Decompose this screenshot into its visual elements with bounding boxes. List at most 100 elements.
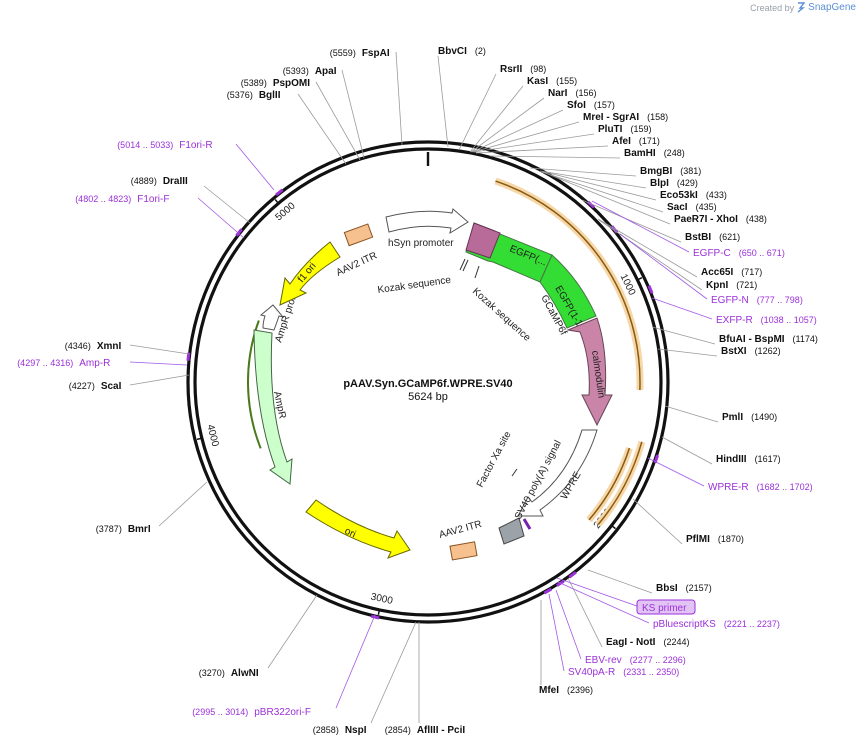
site-label-23[interactable]: EagI - NotI(2244) — [606, 637, 689, 648]
site-label-34[interactable]: (5393)ApaI — [283, 66, 337, 77]
site-label-2[interactable]: KasI(155) — [527, 76, 577, 87]
site-name-33: PspOMI — [273, 78, 310, 89]
feature-label-aav2-itr-a: AAV2 ITR — [335, 250, 379, 278]
site-label-0[interactable]: BbvCI(2) — [438, 46, 486, 57]
primer-leader-11 — [235, 143, 275, 191]
site-leader-26 — [370, 621, 417, 724]
site-label-28[interactable]: (3787)BmrI — [96, 524, 151, 535]
feature-ampr[interactable] — [253, 329, 293, 485]
site-label-9[interactable]: BmgBI(381) — [640, 166, 701, 177]
site-label-8[interactable]: BamHI(248) — [624, 148, 685, 159]
site-leader-16 — [598, 219, 703, 291]
site-label-18[interactable]: BstXI(1262) — [721, 346, 781, 357]
site-text-18: BstXI(1262) — [721, 346, 781, 357]
primer-label-5[interactable]: pBluescriptKS(2221 .. 2237) — [653, 619, 780, 630]
site-label-12[interactable]: SacI(435) — [667, 202, 717, 213]
site-label-17[interactable]: BfuAI - BspMI(1174) — [719, 334, 818, 345]
site-label-29[interactable]: (4227)ScaI — [69, 381, 122, 392]
primer-name-11: F1ori-R — [179, 140, 212, 151]
site-text-6: PluTI(159) — [598, 124, 651, 135]
site-text-3: NarI(156) — [548, 88, 596, 99]
feature-calmodulin[interactable] — [566, 317, 613, 427]
primer-pos-9: (4297 .. 4316) — [17, 358, 73, 368]
snapgene-credit: Created by SnapGene — [750, 2, 856, 13]
site-label-21[interactable]: PflMI(1870) — [686, 534, 744, 545]
feature-factor-xa — [511, 468, 518, 477]
site-label-7[interactable]: AfeI(171) — [612, 136, 660, 147]
site-label-1[interactable]: RsrII(98) — [500, 64, 546, 75]
primer-label-6[interactable]: EBV-rev(2277 .. 2296) — [585, 655, 686, 666]
site-label-19[interactable]: PmlI(1490) — [722, 412, 777, 423]
primer-label-10[interactable]: (4802 .. 4823)F1ori-F — [75, 194, 169, 205]
feature-aav2-itr-a[interactable] — [343, 223, 374, 247]
primer-label-9[interactable]: (4297 .. 4316)Amp-R — [17, 358, 110, 369]
site-text-26: (2858)NspI — [313, 725, 367, 736]
primer-label-1[interactable]: EGFP-N(777 .. 798) — [711, 295, 803, 306]
credit-brand: SnapGene — [808, 2, 856, 13]
feature-f1-ori[interactable] — [279, 241, 341, 306]
feature-ori[interactable] — [305, 499, 411, 559]
primer-label-8[interactable]: (2995 .. 3014)pBR322ori-F — [192, 707, 311, 718]
feature-aav2-itr-b[interactable] — [449, 541, 478, 561]
site-text-9: BmgBI(381) — [640, 166, 701, 177]
site-label-3[interactable]: NarI(156) — [548, 88, 596, 99]
site-label-24[interactable]: MfeI(2396) — [539, 685, 593, 696]
site-pos-20: (1617) — [755, 454, 781, 464]
feature-sv40-polya[interactable] — [498, 517, 525, 545]
feature-ampr-promoter[interactable] — [259, 304, 285, 331]
site-name-1: RsrII — [500, 64, 522, 75]
site-pos-11: (433) — [706, 190, 727, 200]
primer-label-0[interactable]: EGFP-C(650 .. 671) — [693, 248, 785, 259]
site-pos-0: (2) — [475, 46, 486, 56]
site-label-26[interactable]: (2858)NspI — [313, 725, 367, 736]
site-label-30[interactable]: (4346)XmnI — [65, 341, 122, 352]
plasmid-size: 5624 bp — [408, 391, 448, 403]
site-pos-23: (2244) — [663, 637, 689, 647]
orf-arc-0[interactable] — [495, 180, 641, 391]
site-label-5[interactable]: MreI - SgrAI(158) — [583, 112, 668, 123]
primer-label-7[interactable]: SV40pA-R(2331 .. 2350) — [568, 667, 679, 678]
site-label-33[interactable]: (5389)PspOMI — [241, 78, 310, 89]
site-text-14: BstBI(621) — [685, 232, 740, 243]
site-label-20[interactable]: HindIII(1617) — [716, 454, 781, 465]
site-label-22[interactable]: BbsI(2157) — [656, 583, 712, 594]
site-label-10[interactable]: BlpI(429) — [650, 178, 698, 189]
feature-egfp-b[interactable] — [539, 254, 597, 329]
feature-label-factor-xa: Factor Xa site — [475, 429, 514, 489]
primer-name-2: EXFP-R — [716, 315, 753, 326]
snapgene-logo-icon — [797, 2, 806, 13]
site-text-28: (3787)BmrI — [96, 524, 151, 535]
ks-primer-badge[interactable] — [636, 599, 696, 615]
site-name-14: BstBI — [685, 232, 711, 243]
site-label-13[interactable]: PaeR7I - XhoI(438) — [674, 214, 767, 225]
orf-arc-1[interactable] — [588, 447, 631, 521]
site-label-27[interactable]: (3270)AlwNI — [199, 668, 259, 679]
site-label-4[interactable]: SfoI(157) — [567, 100, 615, 111]
site-label-31[interactable]: (4889)DraIII — [131, 176, 188, 187]
site-text-7: AfeI(171) — [612, 136, 660, 147]
site-pos-10: (429) — [677, 178, 698, 188]
primer-label-2[interactable]: EXFP-R (1038 .. 1057) — [716, 315, 817, 326]
primer-pos-2: (1038 .. 1057) — [761, 315, 817, 325]
site-text-20: HindIII(1617) — [716, 454, 781, 465]
primer-label-11[interactable]: (5014 .. 5033)F1ori-R — [117, 140, 212, 151]
feature-wpre[interactable] — [517, 429, 598, 517]
site-text-24: MfeI(2396) — [539, 685, 593, 696]
site-label-14[interactable]: BstBI(621) — [685, 232, 740, 243]
primer-label-3[interactable]: WPRE-R(1682 .. 1702) — [708, 482, 813, 493]
site-label-15[interactable]: Acc65I(717) — [701, 267, 762, 278]
feature-kozak-2 — [474, 265, 480, 279]
site-label-25[interactable]: (2854)AflIII - PciI — [385, 725, 466, 736]
site-pos-7: (171) — [639, 136, 660, 146]
site-label-16[interactable]: KpnI(721) — [706, 280, 757, 291]
site-leader-28 — [158, 481, 208, 527]
orf-arc-2[interactable] — [597, 441, 643, 526]
site-label-6[interactable]: PluTI(159) — [598, 124, 651, 135]
site-label-35[interactable]: (5559)FspAI — [330, 48, 390, 59]
feature-hsyn-promoter[interactable] — [385, 208, 469, 235]
primer-leader-4 — [556, 577, 638, 607]
site-leader-11 — [540, 170, 657, 201]
feature-polya-mark — [522, 518, 532, 530]
site-label-11[interactable]: Eco53kI(433) — [660, 190, 727, 201]
site-label-32[interactable]: (5376)BglII — [227, 90, 281, 101]
